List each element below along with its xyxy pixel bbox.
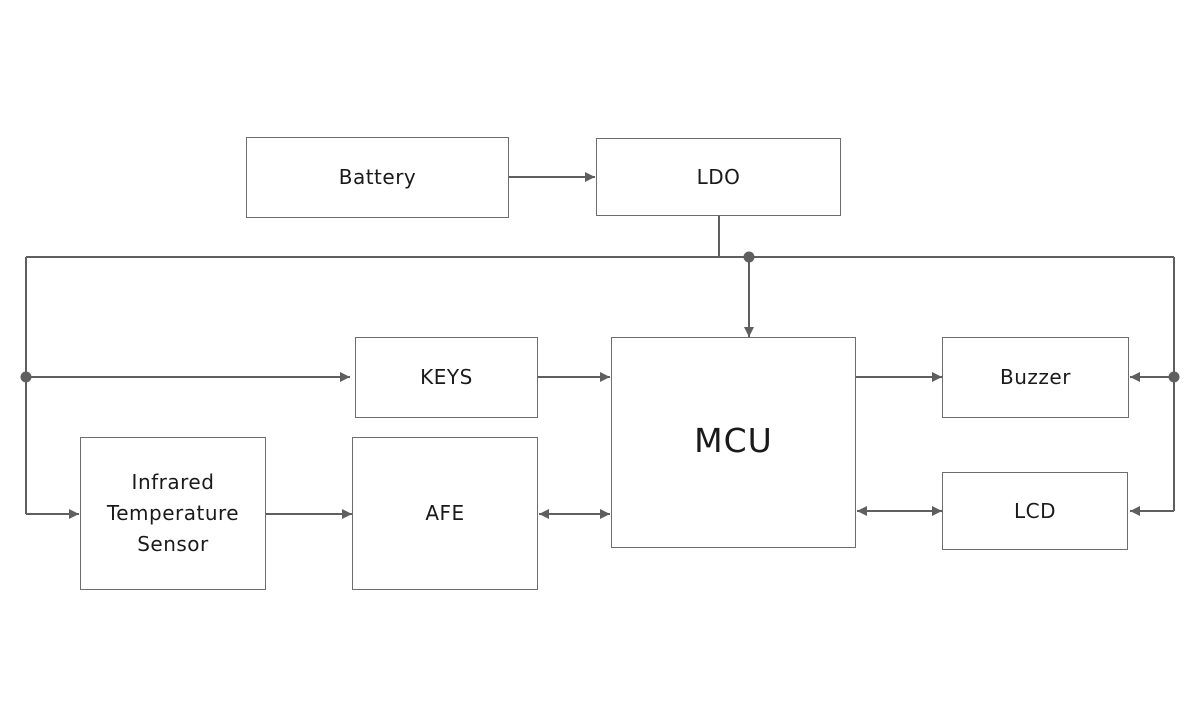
afe-block: AFE xyxy=(352,437,538,590)
junction-dot-left xyxy=(20,371,32,383)
keys-label: KEYS xyxy=(420,365,473,389)
buzzer-block: Buzzer xyxy=(942,337,1129,418)
ir-sensor-label-line-2: Temperature xyxy=(106,501,240,525)
keys-block: KEYS xyxy=(355,337,538,418)
battery-block: Battery xyxy=(246,137,509,218)
ir-sensor-block: Infrared Temperature Sensor xyxy=(80,437,266,590)
buzzer-label: Buzzer xyxy=(1000,365,1071,389)
ldo-block: LDO xyxy=(596,138,841,216)
afe-label: AFE xyxy=(425,501,465,525)
lcd-label: LCD xyxy=(1013,498,1056,523)
mcu-label: MCU xyxy=(694,420,773,460)
ir-sensor-label-line-3: Sensor xyxy=(137,532,209,556)
ir-sensor-label: Infrared Temperature Sensor xyxy=(107,467,239,560)
ir-sensor-label-line-1: Infrared xyxy=(131,470,215,494)
junction-dot-right xyxy=(1168,371,1180,383)
mcu-block: MCU xyxy=(611,337,856,548)
ldo-label: LDO xyxy=(696,164,741,189)
lcd-block: LCD xyxy=(942,472,1128,550)
battery-label: Battery xyxy=(338,165,417,189)
junction-dot-top xyxy=(743,251,755,263)
